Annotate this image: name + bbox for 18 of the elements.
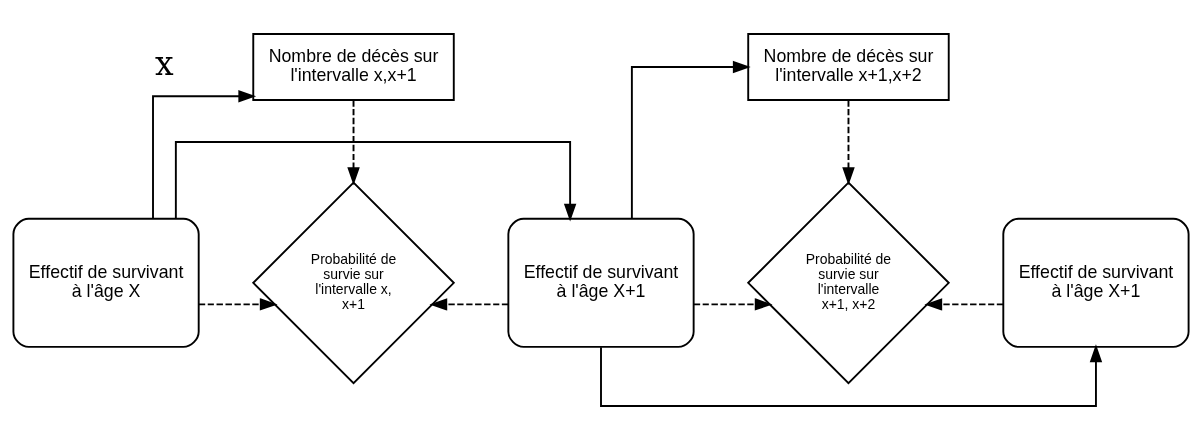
node-box: Nombre de décès sur l'intervalle x+1,x+2 xyxy=(747,32,950,101)
label: x xyxy=(155,43,174,83)
arrow xyxy=(429,297,510,311)
arrow xyxy=(692,297,773,311)
arrow xyxy=(197,297,278,311)
node-diamond: Probabilité de survie sur l'intervalle x+1, x+2 xyxy=(746,180,951,384)
arrow xyxy=(347,98,360,185)
node-box: Effectif de survivant à l'âge X+1 xyxy=(507,217,695,348)
node-box: Nombre de décès sur l'intervalle x,x+1 xyxy=(252,32,455,101)
arrow xyxy=(174,140,577,221)
node-box: Effectif de survivant à l'âge X+1 xyxy=(1002,217,1190,348)
arrow xyxy=(600,343,1103,407)
arrow xyxy=(924,297,1005,311)
arrow xyxy=(630,60,751,220)
node-box: Effectif de survivant à l'âge X xyxy=(12,217,200,348)
arrow xyxy=(842,98,855,185)
arrow xyxy=(152,89,257,220)
node-diamond: Probabilité de survie sur l'intervalle x, x+1 xyxy=(251,180,456,384)
